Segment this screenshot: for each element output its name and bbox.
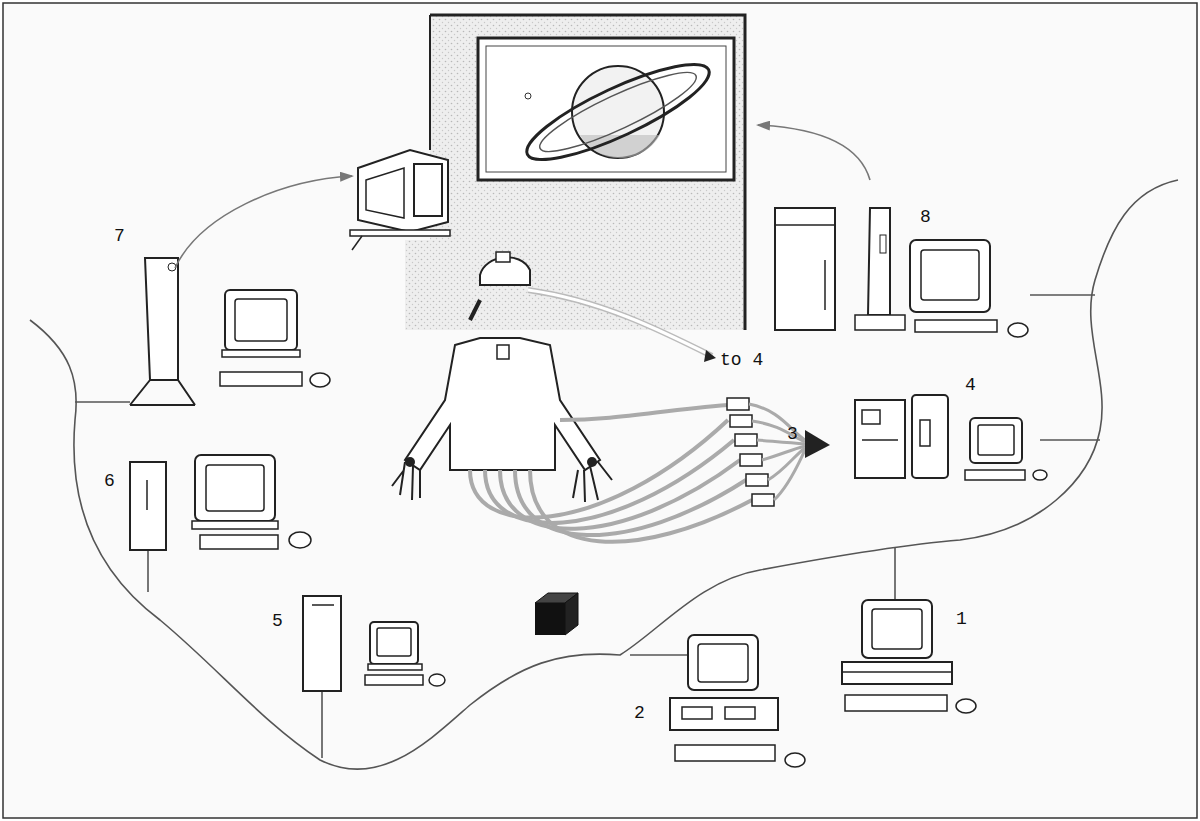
callout-number: 8: [920, 207, 931, 227]
callout-number: 2: [634, 703, 645, 723]
callout-number: 6: [104, 471, 115, 491]
callout-number: 1: [956, 609, 967, 629]
callout-number: 4: [965, 375, 976, 395]
callout-number: 3: [787, 424, 798, 444]
callout-number: 7: [114, 226, 125, 246]
callout-number: 5: [272, 611, 283, 631]
callout-number: to 4: [720, 350, 763, 370]
